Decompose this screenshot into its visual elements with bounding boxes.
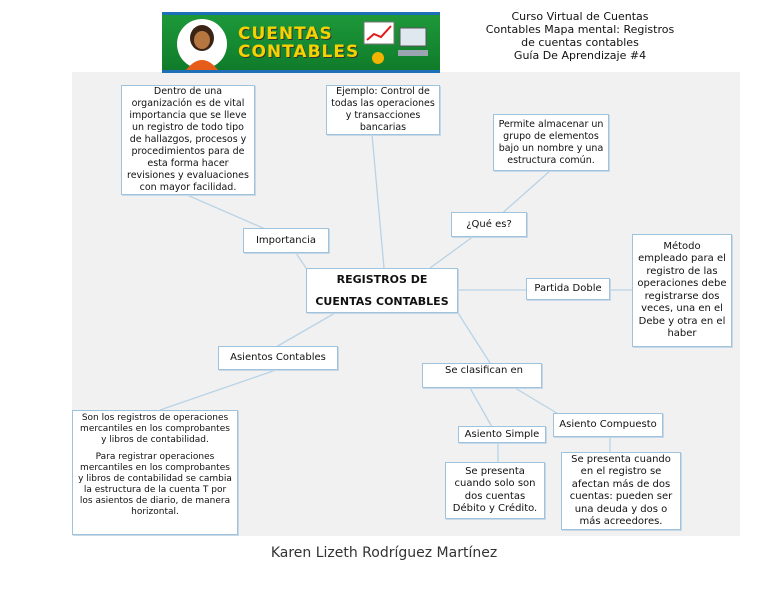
cuentas-contables-logo: CUENTAS CONTABLES (162, 12, 440, 73)
logo-line-2: CONTABLES (238, 42, 360, 62)
se-clasifican-node: Se clasifican en (422, 363, 542, 388)
asiento-compuesto-description-text: Se presenta cuando en el registro se afe… (569, 453, 673, 528)
header-line-4: Guía De Aprendizaje #4 (513, 49, 647, 62)
page-header-title: Curso Virtual de Cuentas Contables Mapa … (480, 10, 680, 62)
header-line-2: Contables Mapa mental: Registros (485, 23, 675, 36)
partida-doble-description-text: Método empleado para el registro de las … (637, 240, 727, 340)
que-es-description-text: Permite almacenar un grupo de elementos … (498, 118, 604, 166)
logo-line-1: CUENTAS (238, 24, 333, 44)
ejemplo-description-text: Ejemplo: Control de todas las operacione… (331, 86, 435, 133)
asiento-simple-description-text: Se presenta cuando solo son dos cuentas … (452, 465, 538, 515)
que-es-label: ¿Qué es? (466, 218, 512, 230)
central-title-line-1: REGISTROS DE (336, 272, 428, 286)
asiento-simple-node: Asiento Simple (458, 426, 546, 443)
asientos-description-text-1: Son los registros de operaciones mercant… (80, 413, 230, 445)
asientos-contables-label: Asientos Contables (230, 352, 326, 363)
se-clasifican-label: Se clasifican en (445, 365, 524, 376)
author-name: Karen Lizeth Rodríguez Martínez (270, 545, 498, 561)
connector-asientos-desc (159, 369, 277, 411)
partida-doble-label: Partida Doble (534, 283, 602, 294)
central-title-line-2: CUENTAS CONTABLES (315, 294, 449, 308)
importancia-description-text: Dentro de una organización es de vital i… (127, 86, 249, 193)
connector-central-clasifican (457, 312, 491, 364)
que-es-node: ¿Qué es? (451, 212, 527, 237)
partida-doble-node: Partida Doble (526, 278, 610, 300)
header-line-1: Curso Virtual de Cuentas (511, 10, 649, 23)
connector-central-asientos (275, 312, 336, 348)
header-line-3: de cuentas contables (521, 36, 639, 49)
asiento-compuesto-node: Asiento Compuesto (553, 413, 663, 437)
asiento-compuesto-description-box: Se presenta cuando en el registro se afe… (561, 452, 681, 530)
asiento-simple-description-box: Se presenta cuando solo son dos cuentas … (445, 462, 545, 519)
chart-and-computer-icon (363, 21, 428, 64)
central-node: REGISTROS DE CUENTAS CONTABLES (306, 268, 458, 313)
asiento-simple-label: Asiento Simple (464, 428, 540, 440)
importancia-node: Importancia (243, 228, 329, 253)
importancia-label: Importancia (255, 234, 317, 246)
asientos-contables-node: Asientos Contables (218, 346, 338, 370)
importancia-description-box: Dentro de una organización es de vital i… (121, 85, 255, 195)
asiento-compuesto-label: Asiento Compuesto (559, 419, 657, 430)
connector-clasifican-compuesto (514, 387, 561, 416)
connector-ejemplo-central (371, 133, 385, 269)
connector-clasifican-simple (469, 387, 493, 428)
ejemplo-description-box: Ejemplo: Control de todas las operacione… (326, 85, 440, 135)
asientos-description-text-2: Para registrar operaciones mercantiles e… (78, 452, 232, 517)
asientos-description-box: Son los registros de operaciones mercant… (72, 410, 238, 535)
woman-illustration-icon (177, 19, 227, 70)
partida-doble-description-box: Método empleado para el registro de las … (632, 234, 732, 347)
que-es-description-box: Permite almacenar un grupo de elementos … (493, 114, 609, 171)
